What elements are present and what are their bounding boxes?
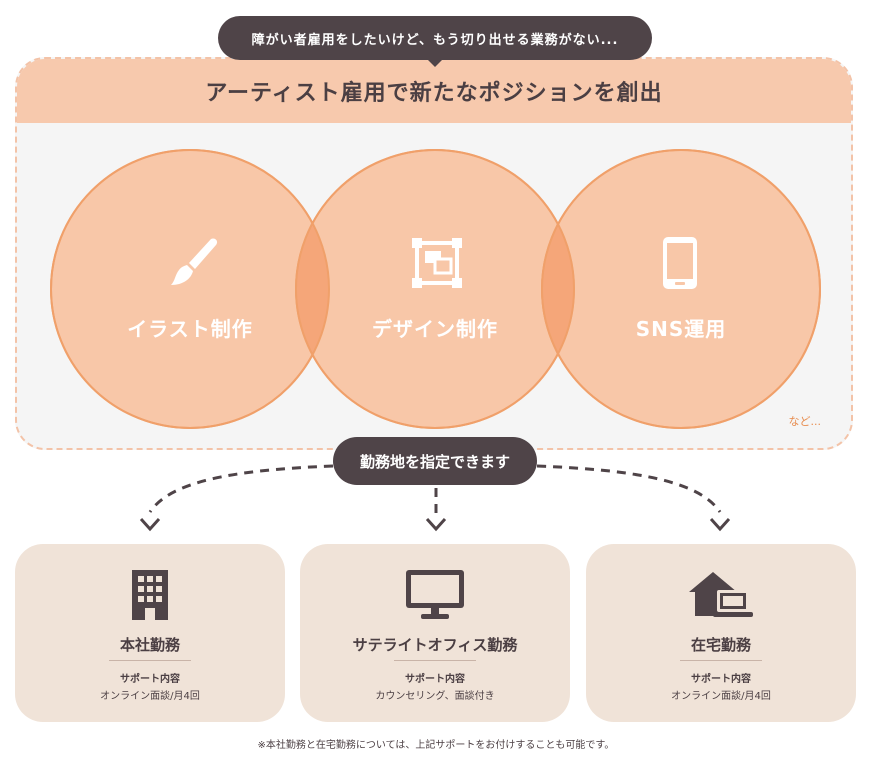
problem-text: 障がい者雇用をしたいけど、もう切り出せる業務がない...	[251, 32, 619, 48]
office-building-icon	[15, 570, 285, 620]
arrow-left	[148, 464, 334, 513]
smartphone-icon	[663, 237, 697, 289]
card-support-label: サポート内容	[120, 674, 180, 685]
circle-label-sns: SNS運用	[635, 317, 727, 341]
design-frame-icon	[412, 238, 462, 288]
card-support-detail: オンライン面談/月4回	[671, 691, 771, 702]
artist-employment-panel: アーティスト雇用で新たなポジションを創出	[15, 57, 853, 450]
work-location-bubble: 勤務地を指定できます	[333, 437, 537, 485]
circle-label-design: デザイン制作	[372, 317, 498, 341]
etc-label: など...	[788, 415, 822, 428]
card-support-label: サポート内容	[691, 674, 751, 685]
card-title: 本社勤務	[119, 636, 180, 654]
circle-illustration	[50, 149, 330, 429]
problem-speech-bubble: 障がい者雇用をしたいけど、もう切り出せる業務がない...	[218, 16, 652, 60]
paintbrush-icon	[171, 238, 218, 285]
card-satellite-office: サテライトオフィス勤務 サポート内容 カウンセリング、面談付き	[300, 544, 570, 722]
card-support-detail: オンライン面談/月4回	[100, 691, 200, 702]
card-divider	[109, 660, 191, 661]
card-title: サテライトオフィス勤務	[352, 636, 518, 654]
card-support-label: サポート内容	[405, 674, 465, 685]
work-location-text: 勤務地を指定できます	[359, 452, 510, 471]
card-divider	[680, 660, 762, 661]
card-title: 在宅勤務	[690, 636, 751, 654]
card-headquarters: 本社勤務 サポート内容 オンライン面談/月4回	[15, 544, 285, 722]
home-laptop-icon	[586, 570, 856, 620]
circle-design	[295, 149, 575, 429]
problem-bubble-tail	[426, 58, 444, 67]
overlap-right	[541, 222, 575, 356]
arrow-right	[536, 464, 722, 513]
card-remote-work: 在宅勤務 サポート内容 オンライン面談/月4回	[586, 544, 856, 722]
footnote: ※本社勤務と在宅勤務については、上記サポートをお付けすることも可能です。	[257, 740, 615, 751]
panel-header: アーティスト雇用で新たなポジションを創出	[17, 59, 851, 123]
overlap-left	[295, 222, 330, 356]
card-support-detail: カウンセリング、面談付き	[375, 691, 495, 702]
card-divider	[394, 660, 476, 661]
panel-title: アーティスト雇用で新たなポジションを創出	[205, 81, 663, 106]
monitor-icon	[300, 570, 570, 620]
circle-label-illustration: イラスト制作	[127, 317, 253, 341]
venn-diagram	[50, 149, 821, 429]
